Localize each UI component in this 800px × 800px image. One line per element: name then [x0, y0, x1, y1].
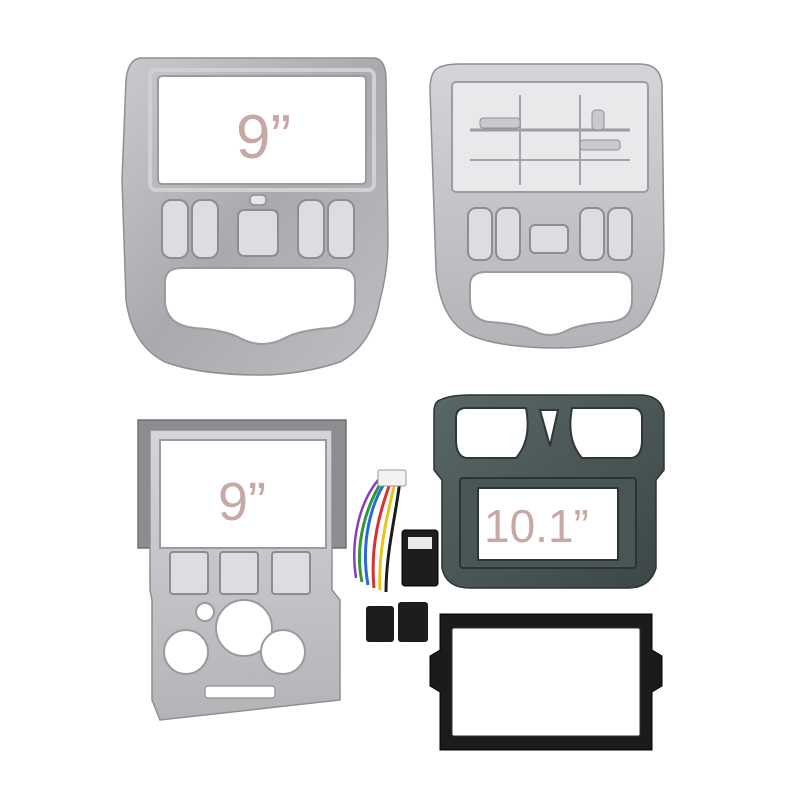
dash-panel-top-right: [429, 63, 665, 349]
dash-panel-top-left: 9”: [121, 57, 389, 376]
size-label: 9”: [218, 472, 266, 532]
wiring-harness: [353, 469, 439, 642]
size-label: 9”: [236, 103, 291, 172]
black-bezel-frame: [429, 613, 663, 751]
dash-panel-bottom-right: 10.1”: [433, 394, 665, 589]
size-label: 10.1”: [484, 500, 589, 552]
dash-panel-bottom-left: 9”: [137, 419, 347, 721]
